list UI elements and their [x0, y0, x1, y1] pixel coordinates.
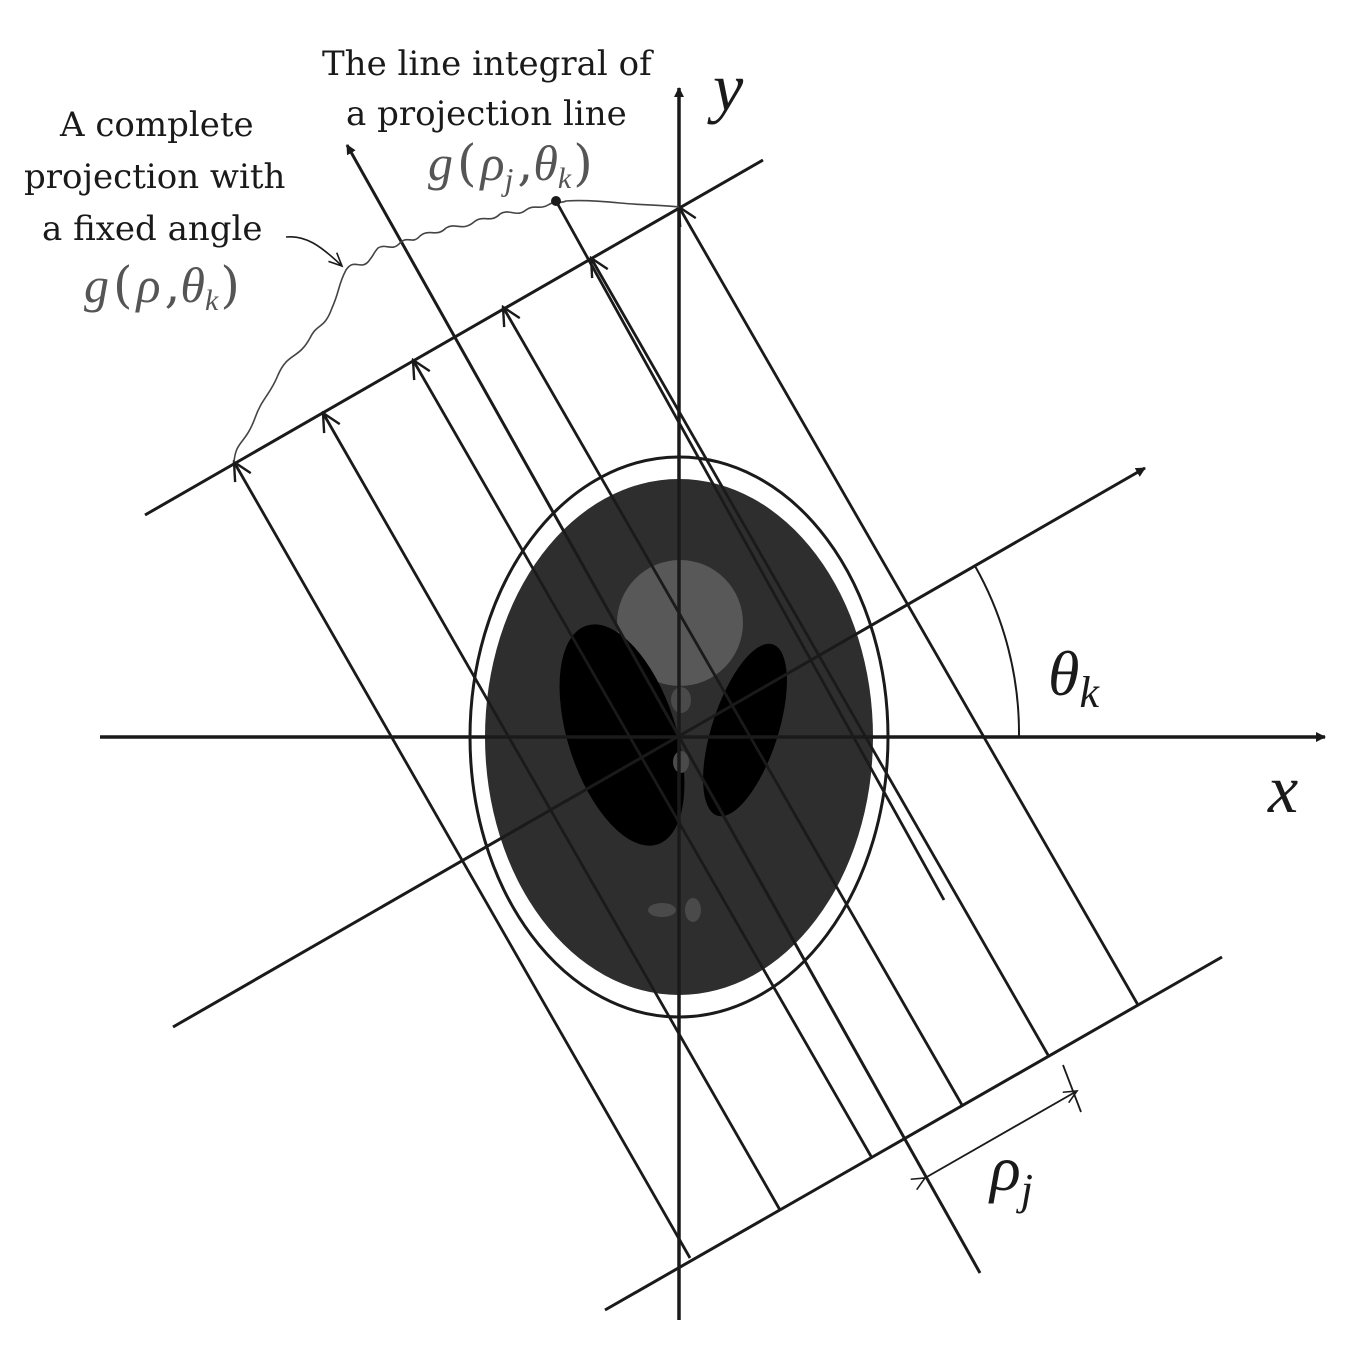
rho-j-symbol: ρ — [988, 1133, 1021, 1204]
rho-j-subscript: j — [1016, 1165, 1033, 1214]
ray-line — [679, 207, 1140, 1006]
formula-theta: θ — [180, 257, 205, 313]
formula-theta-sub: k — [558, 162, 572, 195]
formula-rho: ρ — [135, 257, 161, 313]
formula-rho-sub: j — [501, 161, 514, 197]
rho-dimension-arrow — [910, 1090, 1079, 1191]
pointer-arrow — [285, 235, 344, 268]
complete-projection-1: A complete — [59, 105, 254, 145]
detector-line — [144, 158, 764, 517]
phantom-small-dot-1 — [671, 687, 691, 713]
projection-profile-curve — [233, 199, 680, 463]
phantom-left-lobe — [559, 624, 685, 846]
ray-line — [323, 413, 782, 1211]
y-axis-label: y — [707, 49, 744, 125]
line-integral-title-2: a projection line — [346, 94, 627, 134]
formula-theta-sub: k — [205, 284, 219, 317]
x-axis-label: x — [1267, 751, 1298, 827]
ray-lines — [234, 200, 1140, 1259]
source-baseline — [604, 955, 1223, 1312]
ray-line — [413, 360, 874, 1159]
formula-open: ( — [457, 134, 477, 192]
ray-line — [503, 307, 964, 1106]
theta-k-symbol: θ — [1048, 638, 1079, 709]
formula-g: g — [84, 257, 109, 313]
rho-extension-line — [1062, 1064, 1082, 1113]
formula-rho: ρ — [479, 135, 505, 191]
complete-projection-3: a fixed angle — [42, 209, 263, 249]
formula-g: g — [428, 135, 453, 191]
rotated-axis — [172, 466, 1146, 1029]
phantom-small-dot-3 — [648, 903, 676, 917]
line-integral-title-1: The line integral of — [322, 44, 654, 84]
formula-close: ) — [220, 256, 240, 314]
phantom-small-dot-4 — [685, 898, 701, 922]
ray-line — [591, 258, 1050, 1056]
complete-projection-2: projection with — [24, 157, 285, 197]
complete-projection-formula: g(ρ,θk) — [84, 256, 240, 317]
ray-line — [234, 462, 692, 1259]
angle-arc — [974, 565, 1021, 738]
line-integral-point — [551, 196, 561, 206]
formula-comma: , — [517, 134, 533, 192]
formula-close: ) — [573, 134, 593, 192]
formula-open: ( — [113, 256, 133, 314]
formula-comma: , — [165, 256, 181, 314]
ray-line — [554, 200, 946, 901]
projection-direction-line — [345, 144, 982, 1274]
rho-j-label: ρj — [988, 1133, 1033, 1214]
phantom-small-dot-2 — [673, 751, 689, 773]
formula-theta: θ — [533, 135, 558, 191]
theta-k-label: θk — [1048, 638, 1100, 717]
line-integral-formula: g(ρj,θk) — [428, 134, 593, 197]
theta-k-subscript: k — [1079, 668, 1100, 717]
